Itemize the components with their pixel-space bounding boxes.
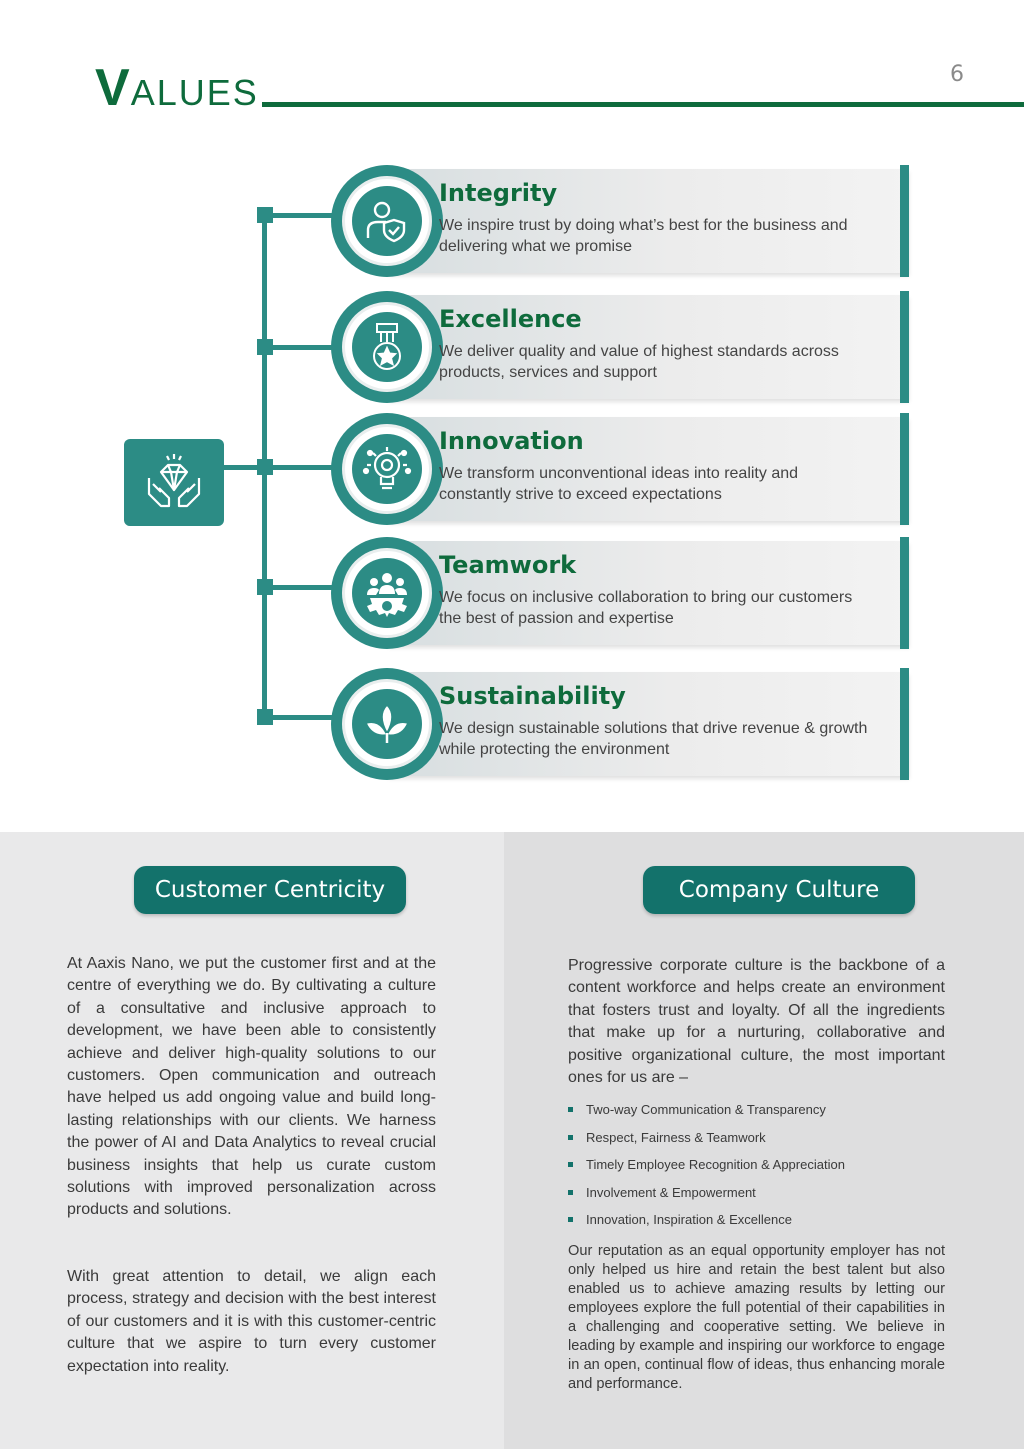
value-card-teamwork: Teamwork We focus on inclusive collabora… (331, 537, 909, 649)
list-item: Innovation, Inspiration & Excellence (568, 1210, 948, 1238)
value-card-excellence: Excellence We deliver quality and value … (331, 291, 909, 403)
value-card-sustainability: Sustainability We design sustainable sol… (331, 668, 909, 780)
page-title-initial: V (95, 59, 131, 117)
list-item: Involvement & Empowerment (568, 1183, 948, 1211)
company-culture-section (504, 832, 1024, 1449)
value-heading: Excellence (439, 305, 582, 333)
branch-line (262, 585, 342, 590)
company-culture-intro: Progressive corporate culture is the bac… (568, 957, 945, 1087)
company-culture-label: Company Culture (643, 866, 915, 914)
page-title: VALUES (95, 62, 259, 114)
value-heading: Sustainability (439, 682, 626, 710)
bullet-icon (568, 1134, 573, 1140)
value-card-panel (386, 169, 909, 273)
list-item: Respect, Fairness & Teamwork (568, 1128, 948, 1156)
page-title-rest: ALUES (130, 72, 259, 113)
value-card-panel (386, 295, 909, 399)
value-heading: Teamwork (439, 551, 577, 579)
team-gear-icon (367, 573, 407, 617)
list-item: Timely Employee Recognition & Appreciati… (568, 1155, 948, 1183)
value-card-endbar (900, 291, 909, 403)
bullet-icon (568, 1107, 573, 1112)
bullet-icon (568, 1189, 573, 1195)
value-description: We design sustainable solutions that dri… (439, 720, 868, 758)
value-card-endbar (900, 413, 909, 525)
branch-node (257, 207, 273, 223)
lightbulb-gear-icon (362, 447, 412, 490)
list-item-text: Involvement & Empowerment (586, 1184, 756, 1200)
value-card-endbar (900, 165, 909, 277)
page-number: 6 (950, 62, 964, 87)
customer-centricity-paragraph: At Aaxis Nano, we put the customer first… (67, 955, 436, 1219)
bullet-icon (568, 1217, 573, 1222)
branch-line (262, 465, 342, 470)
value-card-panel (386, 672, 909, 776)
value-heading: Innovation (439, 427, 584, 455)
value-card-endbar (900, 668, 909, 780)
leaves-icon (364, 703, 410, 743)
value-description: We transform unconventional ideas into r… (439, 465, 799, 503)
medal-icon (373, 323, 401, 370)
branch-line (262, 715, 342, 720)
branch-line (262, 345, 342, 350)
value-card-innovation: Innovation We transform unconventional i… (331, 413, 909, 525)
value-card-panel (386, 541, 909, 645)
branch-node (257, 459, 273, 475)
value-card-panel (386, 417, 909, 521)
branch-node (257, 339, 273, 355)
culture-list: Two-way Communication & Transparency Res… (568, 1100, 948, 1238)
company-culture-closing: Our reputation as an equal opportunity e… (568, 1243, 945, 1392)
branch-line (262, 213, 342, 218)
value-description: We deliver quality and value of highest … (439, 343, 839, 381)
hub-connector (224, 465, 265, 470)
list-item-text: Two-way Communication & Transparency (586, 1102, 826, 1117)
customer-centricity-label: Customer Centricity (134, 866, 406, 914)
value-card-integrity: Integrity We inspire trust by doing what… (331, 165, 909, 277)
value-heading: Integrity (439, 179, 558, 207)
value-card-endbar (900, 537, 909, 649)
diamond-hands-icon (147, 453, 201, 507)
hub-box (124, 439, 224, 526)
customer-centricity-section (0, 832, 504, 1449)
bullet-icon (568, 1162, 573, 1167)
branch-node (257, 579, 273, 595)
customer-centricity-paragraph: With great attention to detail, we align… (67, 1268, 436, 1375)
value-description: We inspire trust by doing what’s best fo… (439, 217, 848, 255)
list-item-text: Timely Employee Recognition & Appreciati… (586, 1157, 845, 1172)
branch-node (257, 709, 273, 725)
list-item: Two-way Communication & Transparency (568, 1100, 948, 1128)
value-description: We focus on inclusive collaboration to b… (439, 589, 853, 627)
person-shield-icon (366, 201, 406, 243)
list-item-text: Respect, Fairness & Teamwork (586, 1129, 766, 1145)
title-rule (262, 102, 1024, 107)
list-item-text: Innovation, Inspiration & Excellence (586, 1212, 792, 1227)
